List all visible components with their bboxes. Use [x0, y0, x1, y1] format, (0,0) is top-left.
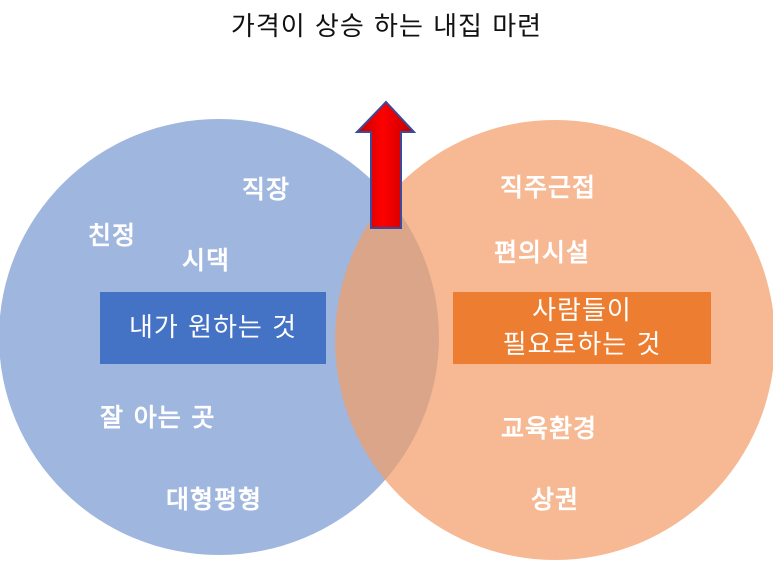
box-what-people-need-line1: 사람들이 [532, 296, 632, 326]
box-what-people-need-line2: 필요로하는 것 [502, 330, 662, 360]
label-in-laws: 시댁 [182, 246, 231, 275]
box-what-people-need: 사람들이 필요로하는 것 [453, 292, 711, 364]
label-familiar-place: 잘 아는 곳 [100, 403, 216, 432]
label-amenities: 편의시설 [494, 238, 591, 267]
box-what-i-want: 내가 원하는 것 [100, 292, 326, 364]
up-arrow-icon [354, 100, 417, 229]
label-education: 교육환경 [501, 414, 598, 443]
diagram-title: 가격이 상승 하는 내집 마련 [230, 12, 543, 42]
label-work: 직장 [242, 175, 291, 204]
label-large-size: 대형평형 [166, 485, 263, 514]
label-commercial: 상권 [531, 485, 580, 514]
label-relatives: 친정 [88, 221, 137, 250]
label-near-work: 직주근접 [500, 173, 597, 202]
